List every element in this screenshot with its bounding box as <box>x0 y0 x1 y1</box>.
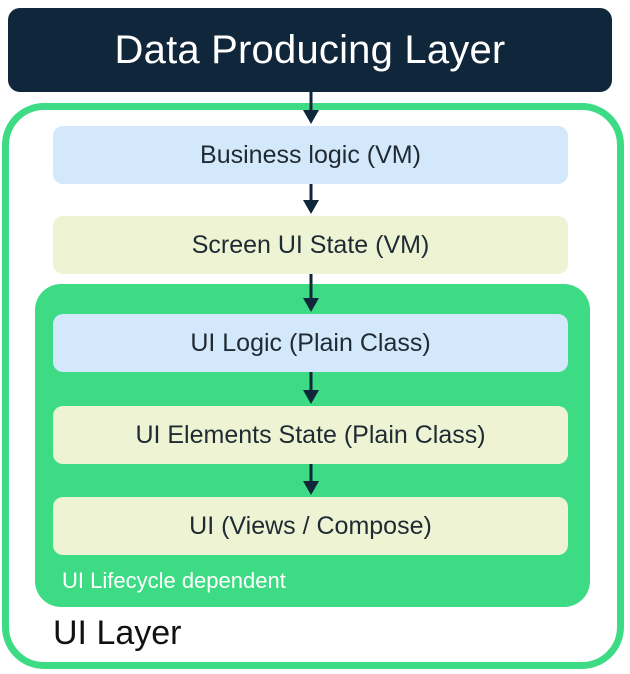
screen-ui-state-box: Screen UI State (VM) <box>53 216 568 274</box>
business-logic-label: Business logic (VM) <box>200 140 421 169</box>
ui-elements-state-box: UI Elements State (Plain Class) <box>53 406 568 464</box>
ui-views-compose-label: UI (Views / Compose) <box>189 511 432 540</box>
ui-layer-label: UI Layer <box>53 614 182 652</box>
business-logic-box: Business logic (VM) <box>53 126 568 184</box>
data-producing-layer-label: Data Producing Layer <box>114 27 506 72</box>
data-producing-layer-box: Data Producing Layer <box>8 8 612 92</box>
ui-logic-label: UI Logic (Plain Class) <box>190 328 431 357</box>
ui-views-compose-box: UI (Views / Compose) <box>53 497 568 555</box>
screen-ui-state-label: Screen UI State (VM) <box>191 230 430 259</box>
ui-lifecycle-dependent-label: UI Lifecycle dependent <box>62 568 286 593</box>
ui-logic-box: UI Logic (Plain Class) <box>53 314 568 372</box>
ui-elements-state-label: UI Elements State (Plain Class) <box>135 420 486 449</box>
